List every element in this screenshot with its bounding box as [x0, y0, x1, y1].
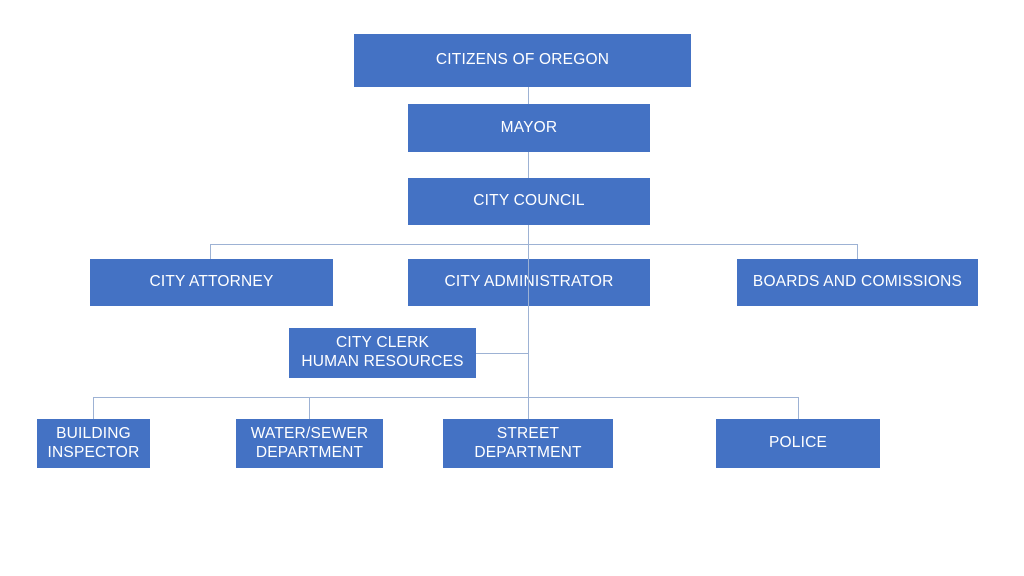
connector-mayor-to-council	[528, 152, 529, 178]
connector-bus-to-attorney	[210, 244, 211, 259]
org-node-label: CITY COUNCIL	[473, 192, 585, 210]
org-node-label: CITIZENS OF OREGON	[435, 51, 610, 69]
connector-bus-to-street	[528, 397, 529, 419]
org-node-mayor[interactable]: MAYOR	[408, 104, 650, 152]
connector-council-drop	[528, 225, 529, 244]
org-node-label: CITY CLERK HUMAN RESOURCES	[301, 334, 464, 370]
connector-bus-to-administrator	[528, 244, 529, 259]
org-node-label: CITY ATTORNEY	[149, 273, 274, 291]
org-node-boards-and-comissions[interactable]: BOARDS AND COMISSIONS	[737, 259, 978, 306]
org-node-city-attorney[interactable]: CITY ATTORNEY	[90, 259, 333, 306]
connector-bus-to-boards	[857, 244, 858, 259]
connector-bus-to-water	[309, 397, 310, 419]
org-node-label: BUILDING INSPECTOR	[47, 424, 140, 461]
org-node-building-inspector[interactable]: BUILDING INSPECTOR	[37, 419, 150, 468]
connector-departments-bus	[93, 397, 798, 398]
connector-level4-bus	[210, 244, 858, 245]
org-node-label: WATER/SEWER DEPARTMENT	[250, 424, 369, 461]
org-node-label: CITY ADMINISTRATOR	[444, 273, 614, 291]
org-node-label: POLICE	[768, 434, 828, 452]
connector-bus-to-building	[93, 397, 94, 419]
org-node-police[interactable]: POLICE	[716, 419, 880, 468]
org-node-label: MAYOR	[500, 118, 558, 136]
org-node-citizens-of-oregon[interactable]: CITIZENS OF OREGON	[354, 34, 691, 87]
org-node-label: STREET DEPARTMENT	[474, 424, 582, 461]
org-node-city-council[interactable]: CITY COUNCIL	[408, 178, 650, 225]
org-node-water-sewer-department[interactable]: WATER/SEWER DEPARTMENT	[236, 419, 383, 468]
connector-administrator-to-clerk	[476, 353, 529, 354]
connector-citizens-to-mayor	[528, 87, 529, 104]
org-node-city-administrator[interactable]: CITY ADMINISTRATOR	[408, 259, 650, 306]
org-node-label: BOARDS AND COMISSIONS	[752, 273, 963, 291]
org-node-city-clerk-human-resources[interactable]: CITY CLERK HUMAN RESOURCES	[289, 328, 476, 378]
connector-bus-to-police	[798, 397, 799, 419]
org-node-street-department[interactable]: STREET DEPARTMENT	[443, 419, 613, 468]
connector-administrator-spine	[528, 259, 529, 397]
